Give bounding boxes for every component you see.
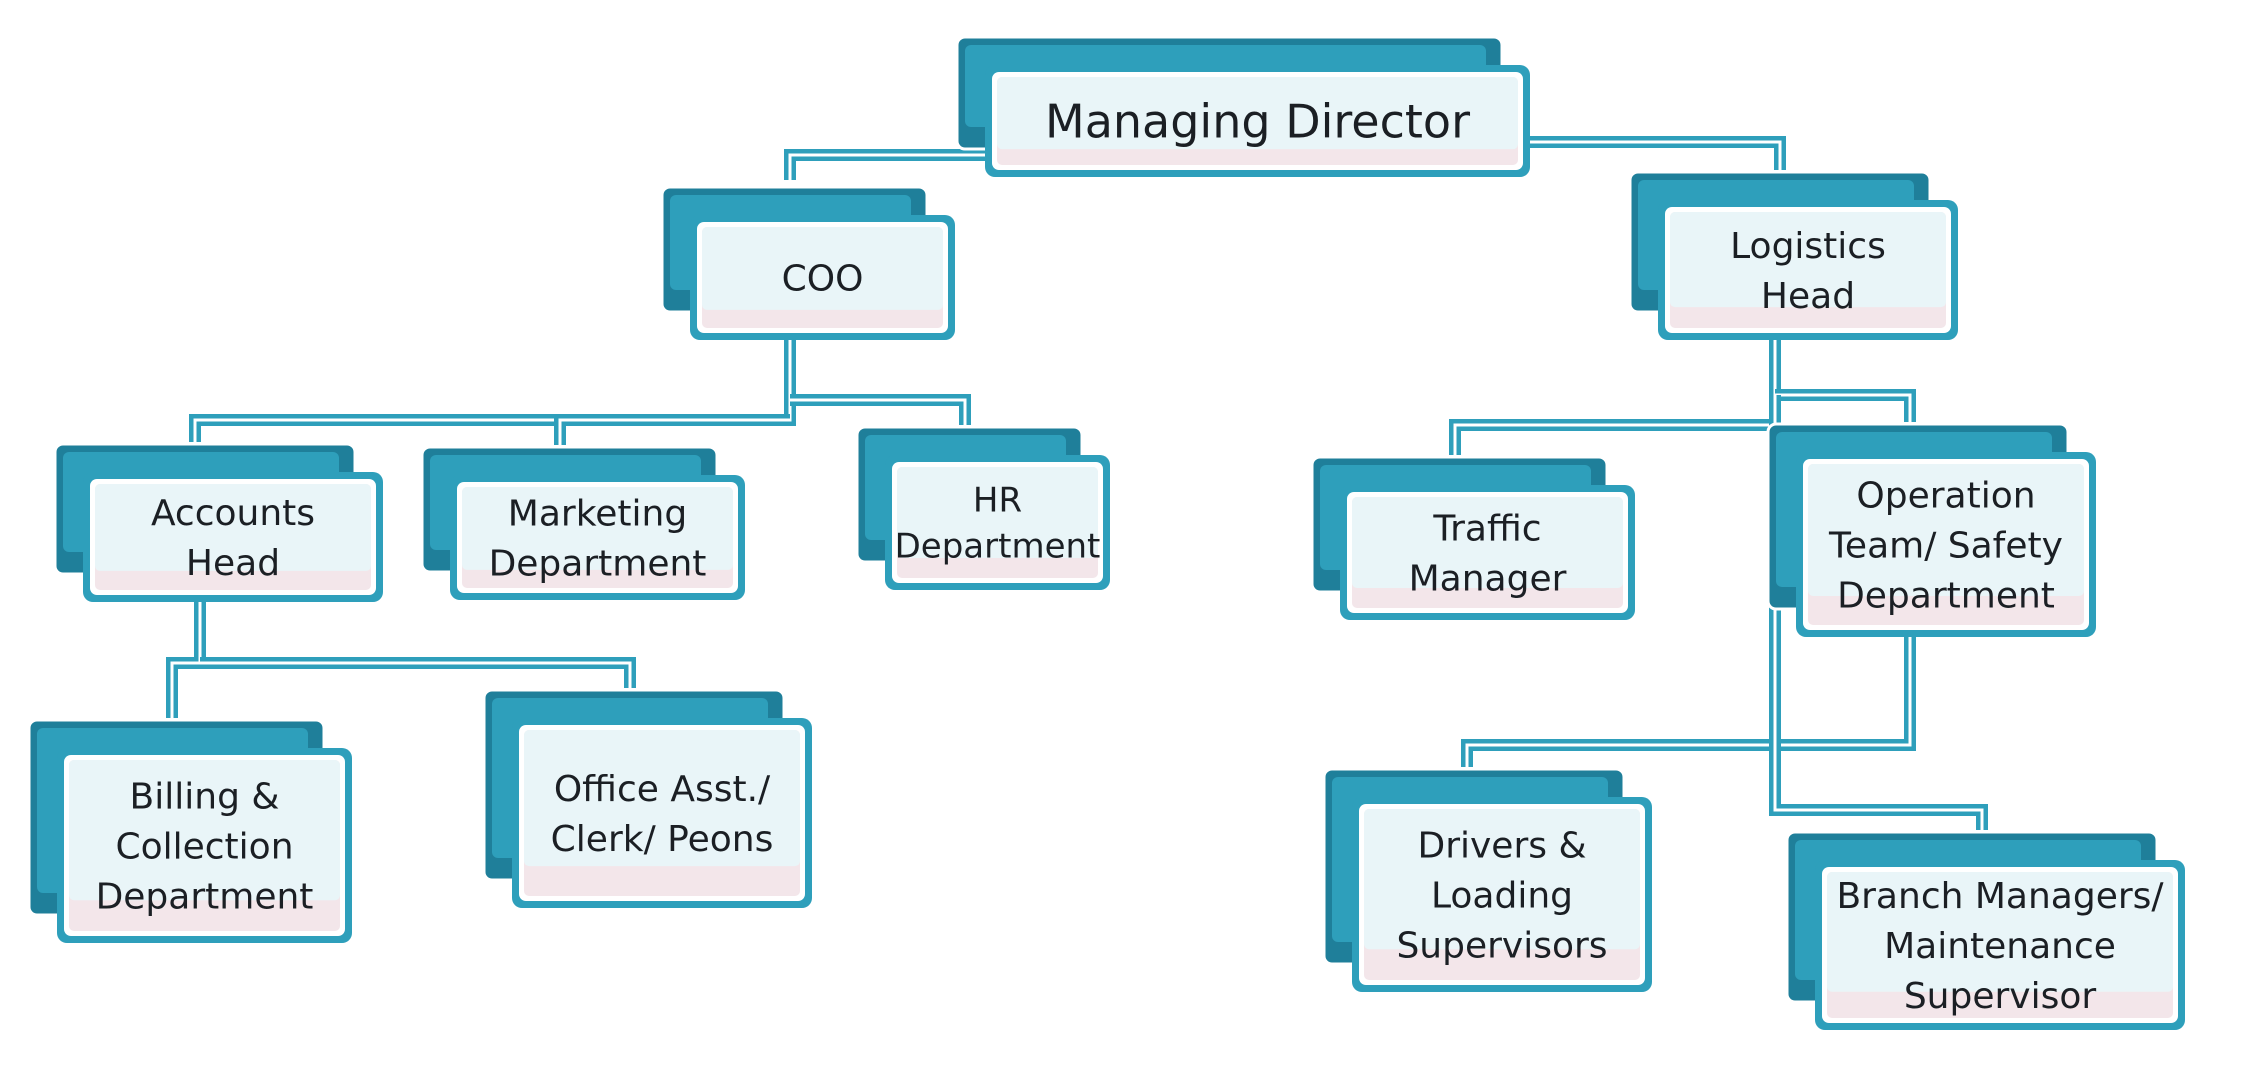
node-face xyxy=(462,487,733,570)
node-face xyxy=(897,467,1098,559)
node-label-line: Managing Director xyxy=(1045,95,1470,149)
node-label-line: Head xyxy=(1761,276,1855,317)
node-label-line: Marketing xyxy=(508,493,687,534)
node-label-coo: COO xyxy=(782,258,864,299)
node-label-line: Maintenance xyxy=(1884,926,2116,967)
node-face xyxy=(95,484,371,571)
connector-highlight-acc-off xyxy=(200,661,632,688)
connector-highlight-log-ops xyxy=(1775,393,1912,422)
connector-coo-mkt xyxy=(554,414,790,445)
node-face xyxy=(1670,212,1946,308)
node-face xyxy=(69,760,340,901)
node-label-line: Department xyxy=(489,543,707,584)
connector-highlight-coo-hr xyxy=(790,398,967,425)
node-label-line: Supervisor xyxy=(1904,976,2097,1017)
connector-highlight-coo-mkt xyxy=(558,418,790,445)
node-label-line: Drivers & xyxy=(1417,825,1586,866)
node-label-line: Branch Managers/ xyxy=(1836,876,2164,917)
connector-acc-off xyxy=(200,657,636,688)
connector-acc-bil xyxy=(166,602,206,718)
node-label-line: Department xyxy=(895,527,1101,567)
node-label-hr: HR Department xyxy=(895,481,1101,567)
node-label-line: Operation xyxy=(1856,475,2035,516)
node-label-line: Office Asst./ xyxy=(554,769,771,810)
node-face xyxy=(1808,464,2084,597)
connector-coo-hr xyxy=(790,394,971,425)
node-label-line: Accounts xyxy=(151,493,315,534)
node-label-line: Head xyxy=(186,543,280,584)
connector-highlight-ops-drv xyxy=(1465,637,1912,767)
connector-highlight-md-coo xyxy=(788,153,985,180)
connector-log-trf xyxy=(1449,340,1781,455)
node-face xyxy=(997,77,1518,150)
connector-highlight-coo-acc xyxy=(193,340,792,442)
connector-coo-acc xyxy=(189,340,796,442)
node-face xyxy=(1352,497,1623,589)
node-label-line: Department xyxy=(1837,575,2055,616)
node-label-line: Logistics xyxy=(1730,226,1886,267)
node-label-line: HR xyxy=(973,481,1022,521)
node-face xyxy=(524,730,800,867)
node-face xyxy=(1827,872,2173,992)
node-off: Office Asst./ Clerk/ Peons xyxy=(482,688,812,908)
connector-highlight-md-log xyxy=(1530,140,1782,170)
connector-ops-drv xyxy=(1461,637,1916,767)
connector-highlight-log-trf xyxy=(1453,340,1777,455)
node-label-md: Managing Director xyxy=(1045,95,1470,149)
node-md: Managing Director xyxy=(955,35,1530,177)
node-label-line: Clerk/ Peons xyxy=(551,819,774,860)
connector-log-ops xyxy=(1775,389,1916,422)
node-hr: HR Department xyxy=(855,425,1110,590)
node-label-off: Office Asst./ Clerk/ Peons xyxy=(551,769,774,860)
node-face xyxy=(702,227,943,310)
node-label-line: Loading xyxy=(1431,875,1573,916)
node-label-line: Department xyxy=(96,876,314,917)
node-coo: COO xyxy=(660,185,955,340)
node-label-line: Team/ Safety xyxy=(1828,525,2063,566)
node-face xyxy=(1364,809,1640,950)
connector-highlight-acc-bil xyxy=(170,602,202,718)
connector-md-coo xyxy=(784,149,985,180)
node-label-line: Manager xyxy=(1409,558,1567,599)
node-label-line: COO xyxy=(782,258,864,299)
node-label-line: Collection xyxy=(115,826,293,867)
node-label-line: Traffic xyxy=(1432,508,1541,549)
node-label-line: Billing & xyxy=(130,776,280,817)
connector-md-log xyxy=(1530,136,1786,170)
node-label-line: Supervisors xyxy=(1396,925,1607,966)
